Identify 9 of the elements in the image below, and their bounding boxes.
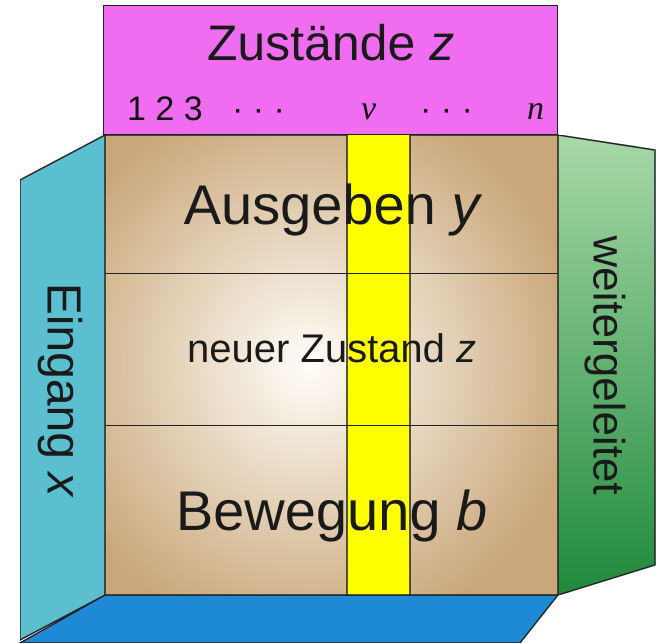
state-symbol: n [527, 92, 544, 126]
band-title: Zustände z [206, 14, 454, 72]
states-band [103, 5, 558, 135]
ellipsis-dots: · · · [232, 92, 285, 126]
state-symbol: v [361, 92, 376, 126]
panel-label: Eingang x [35, 282, 90, 496]
state-numbers: 1 2 3 [127, 92, 203, 126]
ellipsis-dots: · · · [420, 92, 473, 126]
panel-label: weitergeleitet [583, 235, 633, 495]
